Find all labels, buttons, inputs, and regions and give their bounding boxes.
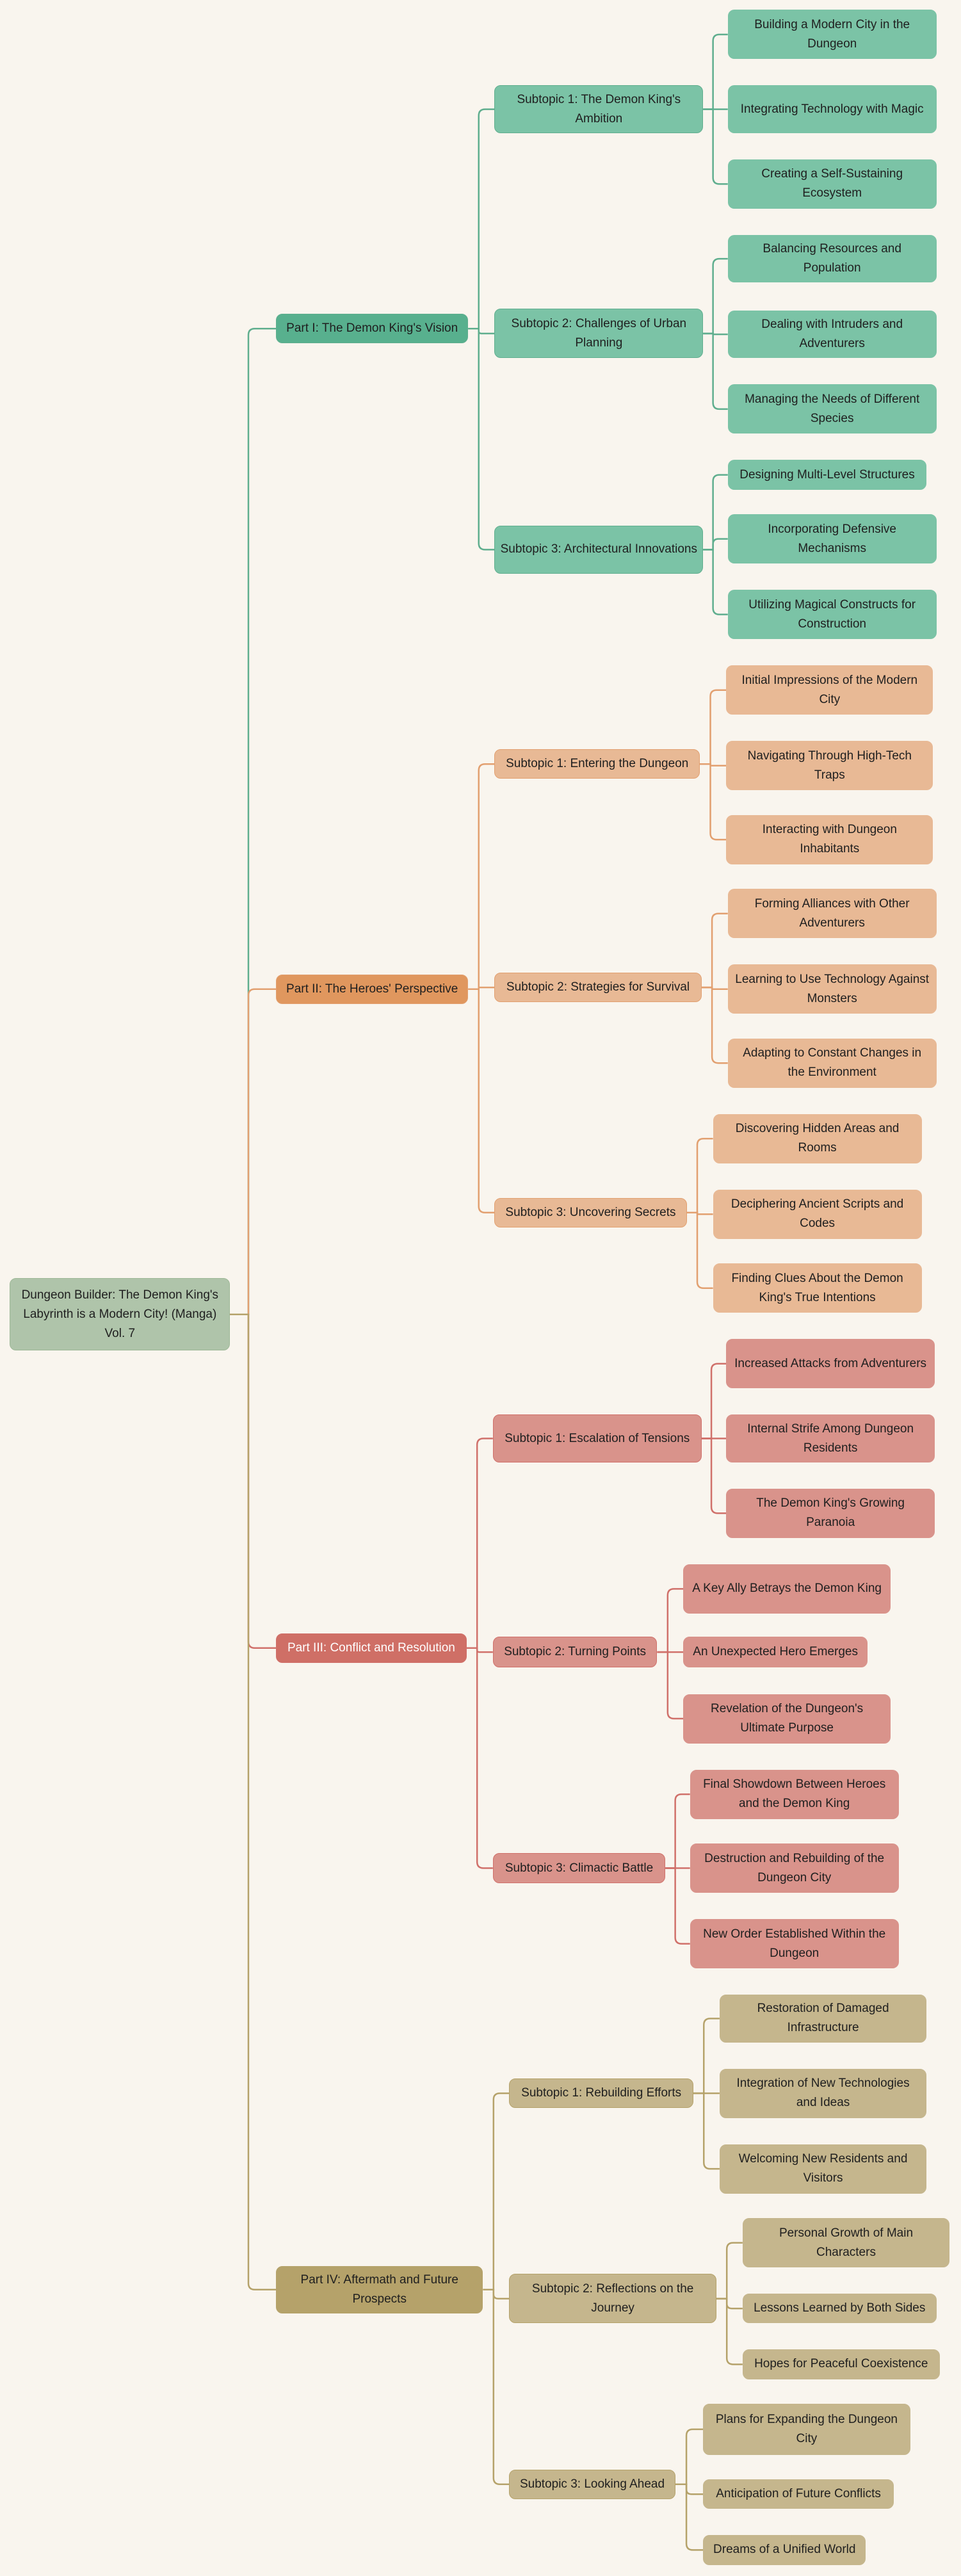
subtopic-to-item-link (701, 1363, 727, 1439)
root-to-part-link (230, 327, 277, 1316)
subtopic-to-item-link (703, 257, 728, 335)
root-to-part-link (230, 1313, 277, 1649)
subtopic-to-item-link (703, 538, 728, 551)
item-node[interactable]: Utilizing Magical Constructs for Constru… (727, 590, 937, 640)
item-node[interactable]: Increased Attacks from Adventurers (726, 1339, 935, 1389)
subtopic-node[interactable]: Subtopic 3: Climactic Battle (492, 1853, 666, 1883)
subtopic-to-item-link (703, 474, 728, 551)
item-node[interactable]: Deciphering Ancient Scripts and Codes (713, 1189, 922, 1239)
root-topic[interactable]: Dungeon Builder: The Demon King's Labyri… (10, 1278, 230, 1351)
part-to-subtopic-link (466, 1647, 493, 1869)
subtopic-to-item-link (701, 986, 728, 1064)
item-node[interactable]: Welcoming New Residents and Visitors (719, 2144, 927, 2194)
item-node[interactable]: Managing the Needs of Different Species (727, 384, 937, 434)
item-node[interactable]: Plans for Expanding the Dungeon City (703, 2404, 910, 2455)
item-node[interactable]: A Key Ally Betrays the Demon King (683, 1564, 891, 1614)
item-node[interactable]: An Unexpected Hero Emerges (683, 1636, 868, 1668)
item-node[interactable]: Dealing with Intruders and Adventurers (727, 310, 937, 359)
item-node[interactable]: Creating a Self-Sustaining Ecosystem (727, 159, 937, 209)
subtopic-to-item-link (693, 2018, 720, 2094)
subtopic-to-item-link (675, 2483, 704, 2551)
item-node[interactable]: Incorporating Defensive Mechanisms (727, 514, 937, 564)
subtopic-node[interactable]: Subtopic 3: Architectural Innovations (494, 526, 704, 574)
item-node[interactable]: Initial Impressions of the Modern City (726, 665, 933, 715)
root-to-part-link (230, 988, 277, 1316)
subtopic-to-item-link (716, 2297, 743, 2365)
subtopic-node[interactable]: Subtopic 3: Uncovering Secrets (494, 1197, 687, 1227)
part-to-subtopic-link (468, 763, 495, 990)
item-node[interactable]: Navigating Through High-Tech Traps (726, 741, 933, 791)
subtopic-node[interactable]: Subtopic 2: Turning Points (492, 1636, 658, 1668)
root-to-part-link (230, 1313, 277, 2290)
item-node[interactable]: Lessons Learned by Both Sides (742, 2294, 937, 2324)
subtopic-to-item-link (686, 1137, 713, 1213)
subtopic-node[interactable]: Subtopic 2: Strategies for Survival (494, 973, 702, 1003)
item-node[interactable]: New Order Established Within the Dungeon (690, 1919, 899, 1969)
item-node[interactable]: Building a Modern City in the Dungeon (727, 10, 937, 60)
subtopic-to-item-link (675, 2483, 704, 2495)
subtopic-to-item-link (657, 1651, 684, 1720)
item-node[interactable]: Destruction and Rebuilding of the Dungeo… (690, 1843, 899, 1893)
item-node[interactable]: Interacting with Dungeon Inhabitants (726, 814, 933, 864)
part-node[interactable]: Part III: Conflict and Resolution (276, 1633, 467, 1663)
item-node[interactable]: Anticipation of Future Conflicts (703, 2479, 894, 2509)
item-node[interactable]: Restoration of Damaged Infrastructure (719, 1995, 927, 2043)
part-to-subtopic-link (468, 988, 495, 1213)
subtopic-to-item-link (657, 1588, 684, 1653)
part-to-subtopic-link (466, 1438, 493, 1649)
subtopic-to-item-link (703, 33, 728, 110)
item-node[interactable]: Discovering Hidden Areas and Rooms (713, 1114, 922, 1163)
subtopic-node[interactable]: Subtopic 1: The Demon King's Ambition (494, 85, 704, 133)
subtopic-to-item-link (693, 2092, 720, 2170)
part-to-subtopic-link (483, 2288, 510, 2300)
subtopic-to-item-link (700, 689, 727, 765)
subtopic-to-item-link (703, 108, 728, 185)
part-node[interactable]: Part I: The Demon King's Vision (276, 314, 469, 344)
item-node[interactable]: Balancing Resources and Population (727, 234, 937, 283)
subtopic-node[interactable]: Subtopic 1: Rebuilding Efforts (509, 2078, 693, 2109)
part-to-subtopic-link (468, 986, 495, 990)
subtopic-to-item-link (701, 1438, 727, 1514)
subtopic-to-item-link (665, 1867, 690, 1945)
item-node[interactable]: Integrating Technology with Magic (727, 85, 937, 133)
subtopic-node[interactable]: Subtopic 2: Challenges of Urban Planning (494, 309, 704, 359)
part-node[interactable]: Part IV: Aftermath and Future Prospects (276, 2265, 483, 2313)
subtopic-to-item-link (665, 1793, 690, 1869)
part-to-subtopic-link (483, 2288, 510, 2486)
subtopic-to-item-link (716, 2297, 743, 2310)
subtopic-to-item-link (703, 332, 728, 410)
part-to-subtopic-link (483, 2092, 510, 2290)
item-node[interactable]: Personal Growth of Main Characters (742, 2218, 950, 2268)
subtopic-node[interactable]: Subtopic 1: Escalation of Tensions (492, 1414, 702, 1462)
subtopic-to-item-link (701, 912, 728, 989)
item-node[interactable]: Revelation of the Dungeon's Ultimate Pur… (683, 1694, 891, 1744)
subtopic-to-item-link (716, 2242, 743, 2300)
subtopic-node[interactable]: Subtopic 3: Looking Ahead (509, 2469, 675, 2499)
subtopic-node[interactable]: Subtopic 1: Entering the Dungeon (494, 749, 700, 779)
subtopic-to-item-link (675, 2428, 704, 2486)
item-node[interactable]: Designing Multi-Level Structures (727, 460, 927, 490)
item-node[interactable]: Adapting to Constant Changes in the Envi… (727, 1038, 937, 1088)
subtopic-to-item-link (700, 763, 727, 841)
item-node[interactable]: Integration of New Technologies and Idea… (719, 2068, 927, 2118)
item-node[interactable]: Finding Clues About the Demon King's Tru… (713, 1263, 922, 1313)
item-node[interactable]: Dreams of a Unified World (703, 2535, 866, 2565)
item-node[interactable]: Internal Strife Among Dungeon Residents (726, 1414, 935, 1462)
subtopic-to-item-link (686, 1211, 713, 1289)
part-to-subtopic-link (468, 327, 495, 551)
item-node[interactable]: Learning to Use Technology Against Monst… (727, 964, 937, 1014)
item-node[interactable]: The Demon King's Growing Paranoia (726, 1488, 935, 1538)
item-node[interactable]: Forming Alliances with Other Adventurers (727, 889, 937, 939)
part-node[interactable]: Part II: The Heroes' Perspective (276, 974, 469, 1004)
part-to-subtopic-link (468, 108, 495, 330)
subtopic-node[interactable]: Subtopic 2: Reflections on the Journey (509, 2274, 716, 2324)
item-node[interactable]: Final Showdown Between Heroes and the De… (690, 1769, 899, 1819)
subtopic-to-item-link (703, 549, 728, 615)
item-node[interactable]: Hopes for Peaceful Coexistence (742, 2349, 940, 2379)
